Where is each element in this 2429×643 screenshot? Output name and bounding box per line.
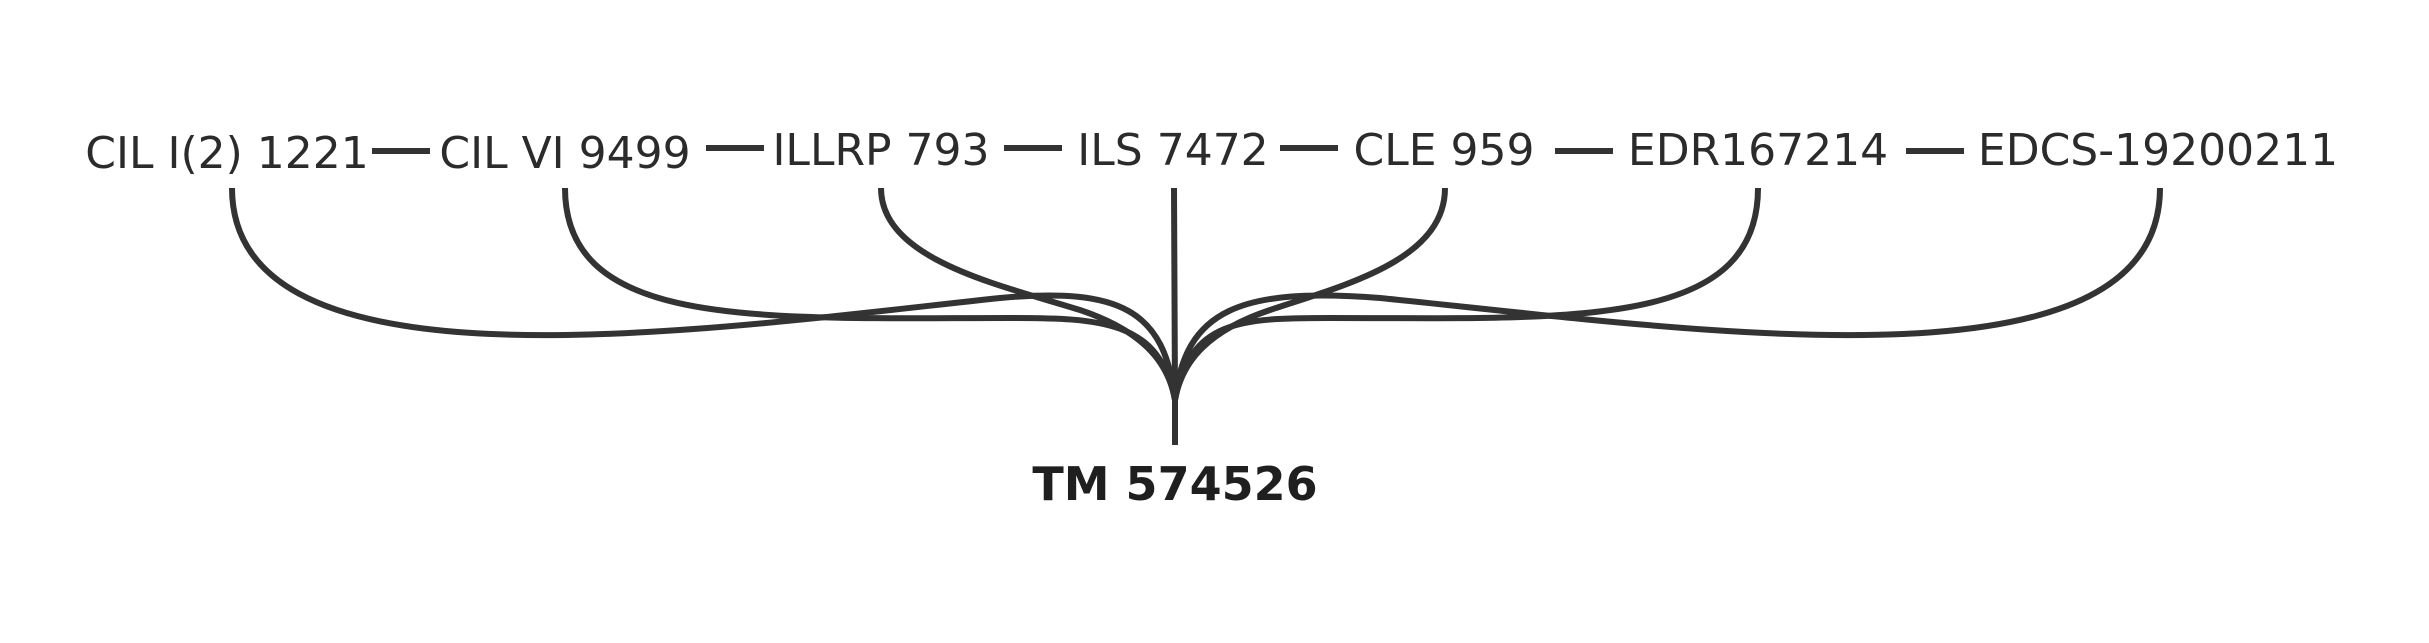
connector-ils-7472	[1171, 187, 1178, 401]
reference-labels: CIL I(2) 1221 CIL VI 9499 ILLRP 793 ILS …	[85, 125, 2338, 179]
root-label: TM 574526	[1032, 457, 1317, 511]
connector-edr167214	[1172, 187, 1761, 401]
reference-cil-i2-1221: CIL I(2) 1221	[85, 128, 368, 179]
reference-edr167214: EDR167214	[1628, 125, 1888, 176]
connector-edcs-19200211	[1172, 187, 2163, 401]
reference-edcs-19200211: EDCS-19200211	[1978, 125, 2338, 176]
connector-cil-vi-9499	[562, 187, 1178, 401]
reference-ils-7472: ILS 7472	[1077, 125, 1268, 176]
connector-group	[229, 187, 2163, 445]
reference-cil-vi-9499: CIL VI 9499	[439, 128, 690, 179]
separator-group	[372, 145, 1964, 154]
reference-illrp-793: ILLRP 793	[772, 125, 989, 176]
reference-cle-959: CLE 959	[1353, 125, 1534, 176]
connector-illrp-793	[878, 187, 1178, 401]
